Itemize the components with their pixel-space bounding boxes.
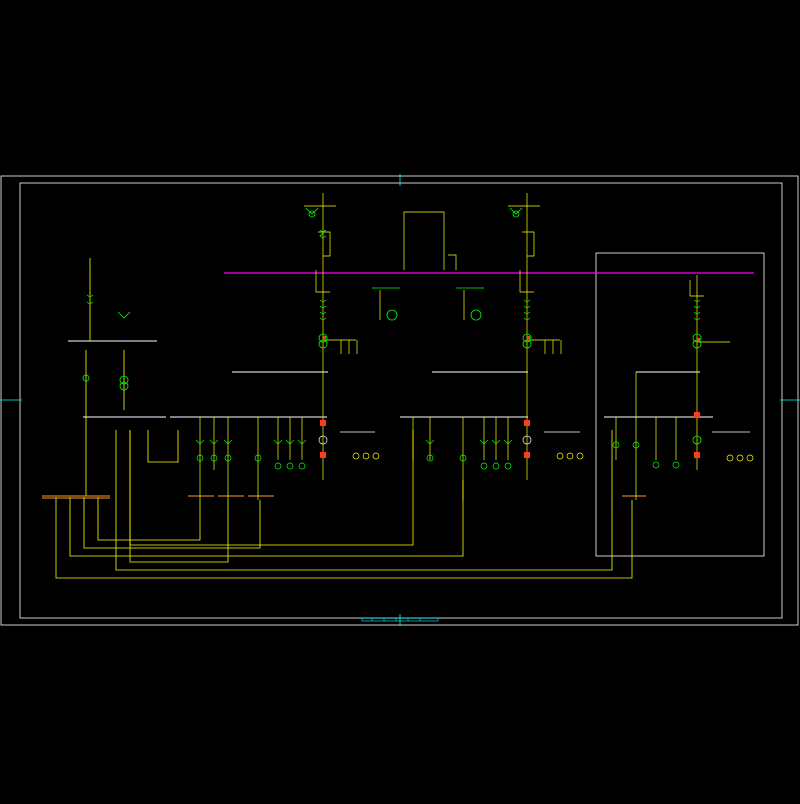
- breaker-markers-red: [320, 336, 700, 458]
- left-feeder: [82, 258, 131, 391]
- drawing-frame: [0, 175, 799, 626]
- right-box-feeder: [689, 275, 730, 470]
- bus-tie-section: [379, 211, 465, 320]
- title-block: [361, 617, 439, 622]
- frame-center-markers: [0, 174, 800, 626]
- feeder-loops-yellow: [55, 350, 633, 579]
- branch-feeders-group-2: [412, 417, 584, 500]
- lv-bus-bars: [68, 340, 713, 418]
- branch-feeders-group-1: [195, 417, 380, 500]
- orange-bus-stubs: [42, 495, 646, 499]
- incoming-feeder-2: [508, 193, 562, 480]
- branch-feeders-group-3: [612, 372, 754, 500]
- incoming-feeder-2-components: [509, 207, 532, 349]
- bus-tie-motors: [372, 287, 484, 321]
- incoming-feeder-1-components: [305, 207, 328, 349]
- incoming-feeder-1: [304, 193, 358, 480]
